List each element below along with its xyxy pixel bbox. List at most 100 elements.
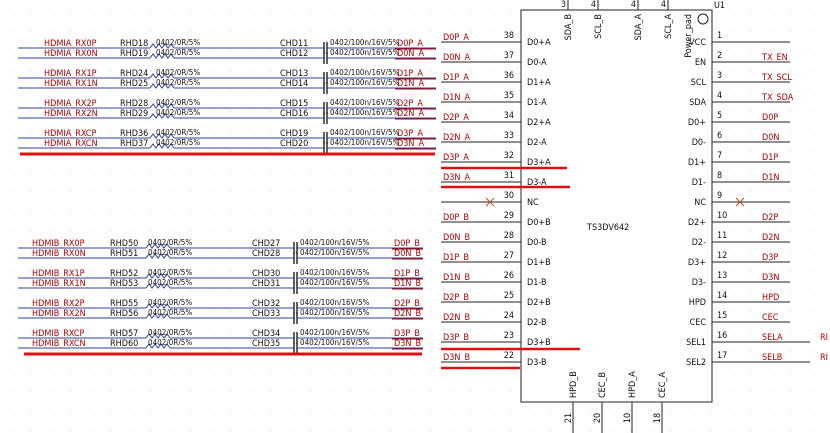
grid-dot: [790, 190, 791, 191]
grid-dot: [210, 250, 211, 251]
grid-dot: [510, 210, 511, 211]
grid-dot: [770, 410, 771, 411]
grid-dot: [750, 410, 751, 411]
signal-name: HDMIB_RXCP: [32, 329, 84, 339]
grid-dot: [730, 170, 731, 171]
pin-number: 5: [717, 111, 722, 121]
pin-number: 4: [717, 91, 722, 101]
grid-dot: [30, 190, 31, 191]
grid-dot: [810, 330, 811, 331]
grid-dot: [470, 90, 471, 91]
grid-dot: [110, 370, 111, 371]
pin-number: 7: [717, 151, 722, 161]
grid-dot: [190, 230, 191, 231]
grid-dot: [50, 190, 51, 191]
grid-dot: [50, 130, 51, 131]
grid-dot: [770, 50, 771, 51]
pin-name: HPD: [689, 298, 706, 308]
grid-dot: [470, 270, 471, 271]
resistor-ref: RHD51: [110, 249, 138, 259]
grid-dot: [430, 430, 431, 431]
net-label: D3N_A: [397, 139, 424, 149]
grid-dot: [770, 70, 771, 71]
net-label: D1P_A: [397, 69, 423, 79]
grid-dot: [170, 430, 171, 431]
pin-net-label: D2N: [762, 233, 779, 243]
grid-dot: [430, 150, 431, 151]
grid-dot: [70, 290, 71, 291]
grid-dot: [390, 230, 391, 231]
grid-dot: [610, 410, 611, 411]
pin-number: 2: [717, 51, 722, 61]
grid-dot: [370, 430, 371, 431]
grid-dot: [410, 290, 411, 291]
grid-dot: [430, 350, 431, 351]
grid-dot: [190, 190, 191, 191]
grid-dot: [190, 370, 191, 371]
pin-number: 35: [504, 91, 514, 101]
resistor-value: 0402/0R/5%: [156, 68, 200, 77]
grid-dot: [770, 10, 771, 11]
grid-dot: [750, 210, 751, 211]
grid-dot: [270, 210, 271, 211]
grid-dot: [370, 170, 371, 171]
grid-dot: [230, 130, 231, 131]
grid-dot: [170, 270, 171, 271]
resistor-ref: RHD56: [110, 309, 138, 319]
grid-dot: [230, 410, 231, 411]
grid-dot: [330, 10, 331, 11]
grid-dot: [110, 390, 111, 391]
capacitor-ref: CHD15: [280, 99, 308, 109]
grid-dot: [50, 370, 51, 371]
grid-dot: [170, 170, 171, 171]
grid-dot: [490, 290, 491, 291]
pin-number: 14: [717, 291, 727, 301]
grid-dot: [250, 370, 251, 371]
grid-dot: [150, 350, 151, 351]
resistor-value: 0402/0R/5%: [148, 328, 192, 337]
grid-dot: [170, 230, 171, 231]
grid-dot: [250, 230, 251, 231]
grid-dot: [450, 250, 451, 251]
grid-dot: [510, 70, 511, 71]
grid-dot: [790, 70, 791, 71]
capacitor-ref: CHD12: [280, 49, 308, 59]
grid-dot: [250, 410, 251, 411]
grid-dot: [750, 170, 751, 171]
grid-dot: [110, 50, 111, 51]
grid-dot: [210, 70, 211, 71]
resistor-value: 0402/0R/5%: [156, 48, 200, 57]
grid-dot: [750, 30, 751, 31]
grid-dot: [570, 430, 571, 431]
grid-dot: [270, 310, 271, 311]
grid-dot: [170, 150, 171, 151]
grid-dot: [110, 410, 111, 411]
pin-name: D1-A: [527, 98, 547, 108]
pin-number: 20: [593, 413, 603, 423]
grid-dot: [70, 170, 71, 171]
grid-dot: [510, 110, 511, 111]
grid-dot: [230, 170, 231, 171]
capacitor-ref: CHD30: [252, 269, 280, 279]
grid-dot: [470, 390, 471, 391]
grid-dot: [50, 430, 51, 431]
grid-dot: [390, 270, 391, 271]
grid-dot: [110, 290, 111, 291]
grid-dot: [130, 430, 131, 431]
capacitor-ref: CHD31: [252, 279, 280, 289]
signal-name: HDMIA_RXCN: [44, 139, 98, 149]
pin-number: 11: [717, 231, 727, 241]
capacitor-value: 0402/100n/16V/5%: [300, 328, 370, 337]
grid-dot: [50, 90, 51, 91]
pin-number: 28: [504, 231, 514, 241]
grid-dot: [410, 170, 411, 171]
grid-dot: [330, 190, 331, 191]
grid-dot: [410, 10, 411, 11]
